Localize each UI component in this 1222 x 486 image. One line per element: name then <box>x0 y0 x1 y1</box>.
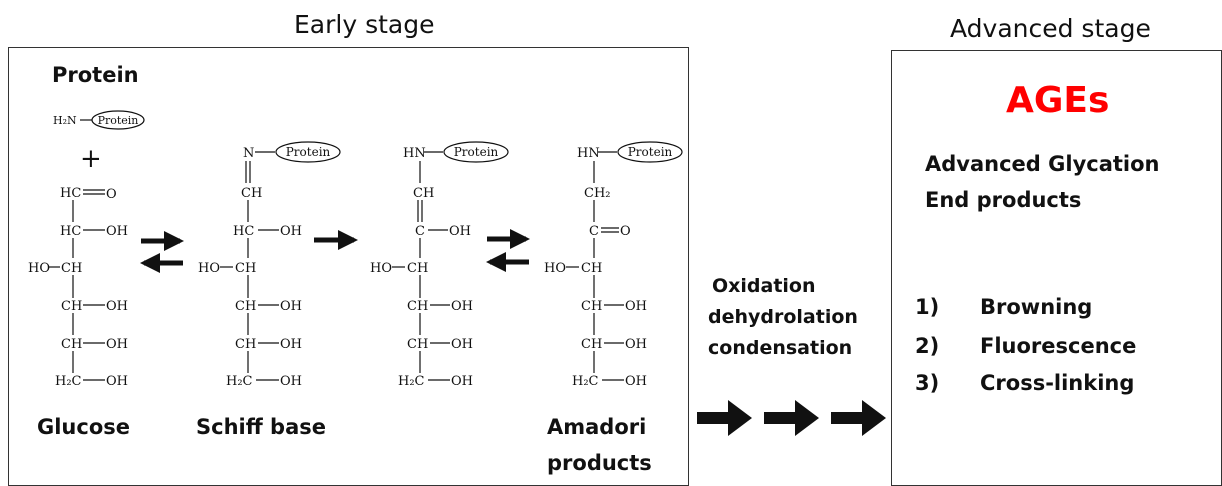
protein-amine-structure: H₂N Protein <box>53 110 145 130</box>
svg-text:CH: CH <box>407 337 428 352</box>
schiff-base-label: Schiff base <box>196 415 326 439</box>
svg-text:Protein: Protein <box>286 145 331 159</box>
glucose-structure: HC O HC OH HO CH CH OH CH OH H₂C OH <box>28 186 128 389</box>
svg-text:CH: CH <box>235 299 256 314</box>
svg-text:HN: HN <box>577 146 600 161</box>
svg-text:OH: OH <box>280 299 302 314</box>
transition-arrow-3 <box>831 400 886 436</box>
protein-tag-oval <box>91 110 145 130</box>
svg-text:OH: OH <box>449 224 471 239</box>
plus-sign: + <box>80 144 102 174</box>
ages-fullname-line1: Advanced Glycation <box>925 152 1160 176</box>
amadori-product-structure: HN Protein CH₂ C O HO CH CH OH CH OH H₂C… <box>544 141 683 389</box>
svg-text:OH: OH <box>451 374 473 389</box>
amadori-label-line2: products <box>547 451 652 475</box>
property-number-3: 3) <box>915 371 940 395</box>
transition-text-1: Oxidation <box>712 275 816 297</box>
svg-text:CH: CH <box>581 299 602 314</box>
svg-text:HN: HN <box>403 146 426 161</box>
svg-text:C: C <box>415 224 425 239</box>
property-cross-linking: Cross-linking <box>980 371 1135 395</box>
ages-fullname-line2: End products <box>925 188 1082 212</box>
svg-text:O: O <box>106 187 117 202</box>
svg-text:OH: OH <box>451 299 473 314</box>
svg-text:OH: OH <box>106 224 128 239</box>
svg-text:OH: OH <box>280 337 302 352</box>
svg-text:H₂C: H₂C <box>572 374 599 389</box>
glucose-label: Glucose <box>37 415 131 439</box>
svg-text:CH: CH <box>235 337 256 352</box>
svg-text:Protein: Protein <box>454 145 499 159</box>
protein-tag-text: Protein <box>98 114 139 127</box>
early-stage-title: Early stage <box>294 10 435 39</box>
svg-text:O: O <box>620 224 631 239</box>
property-fluorescence: Fluorescence <box>980 334 1137 358</box>
property-number-1: 1) <box>915 295 940 319</box>
svg-text:CH: CH <box>413 186 434 201</box>
amadori-label-line1: Amadori <box>547 415 647 439</box>
svg-text:HC: HC <box>60 224 81 239</box>
svg-text:CH: CH <box>581 261 602 276</box>
svg-text:CH: CH <box>235 261 256 276</box>
svg-text:HC: HC <box>60 186 81 201</box>
svg-text:CH: CH <box>61 337 82 352</box>
svg-text:CH: CH <box>407 261 428 276</box>
svg-text:HC: HC <box>233 224 254 239</box>
svg-text:C: C <box>589 224 599 239</box>
property-number-2: 2) <box>915 334 940 358</box>
svg-text:Protein: Protein <box>628 145 673 159</box>
svg-text:H₂C: H₂C <box>55 374 82 389</box>
svg-text:CH: CH <box>61 261 82 276</box>
svg-text:HO: HO <box>198 261 220 276</box>
svg-text:OH: OH <box>280 374 302 389</box>
transition-text-3: condensation <box>708 337 853 359</box>
svg-text:CH: CH <box>241 186 262 201</box>
svg-text:CH: CH <box>581 337 602 352</box>
svg-text:H₂C: H₂C <box>398 374 425 389</box>
transition-arrows <box>697 400 886 436</box>
equilibrium-arrow-1 <box>140 231 184 273</box>
amine-text: H₂N <box>53 114 77 127</box>
property-browning: Browning <box>980 295 1093 319</box>
svg-text:OH: OH <box>451 337 473 352</box>
svg-text:HO: HO <box>370 261 392 276</box>
svg-text:OH: OH <box>625 299 647 314</box>
svg-text:CH: CH <box>407 299 428 314</box>
svg-text:OH: OH <box>625 337 647 352</box>
equilibrium-arrow-2 <box>486 229 530 272</box>
svg-text:CH₂: CH₂ <box>584 186 611 201</box>
svg-text:OH: OH <box>106 374 128 389</box>
transition-arrow-2 <box>764 400 819 436</box>
svg-text:H₂C: H₂C <box>226 374 253 389</box>
svg-text:N: N <box>243 146 254 161</box>
transition-text-2: dehydrolation <box>708 306 858 328</box>
svg-text:HO: HO <box>28 261 50 276</box>
enol-intermediate-structure: HN Protein CH C OH HO CH CH OH CH OH H₂C… <box>370 141 509 389</box>
svg-text:OH: OH <box>106 337 128 352</box>
svg-text:CH: CH <box>61 299 82 314</box>
protein-label: Protein <box>52 63 139 87</box>
svg-text:OH: OH <box>106 299 128 314</box>
schiff-base-structure: N Protein CH HC OH HO CH CH OH CH OH H₂C… <box>198 141 341 389</box>
advanced-stage-title: Advanced stage <box>950 14 1151 43</box>
svg-text:OH: OH <box>625 374 647 389</box>
ages-title: AGEs <box>1006 80 1110 121</box>
svg-text:OH: OH <box>280 224 302 239</box>
transition-arrow-1 <box>697 400 752 436</box>
svg-text:HO: HO <box>544 261 566 276</box>
